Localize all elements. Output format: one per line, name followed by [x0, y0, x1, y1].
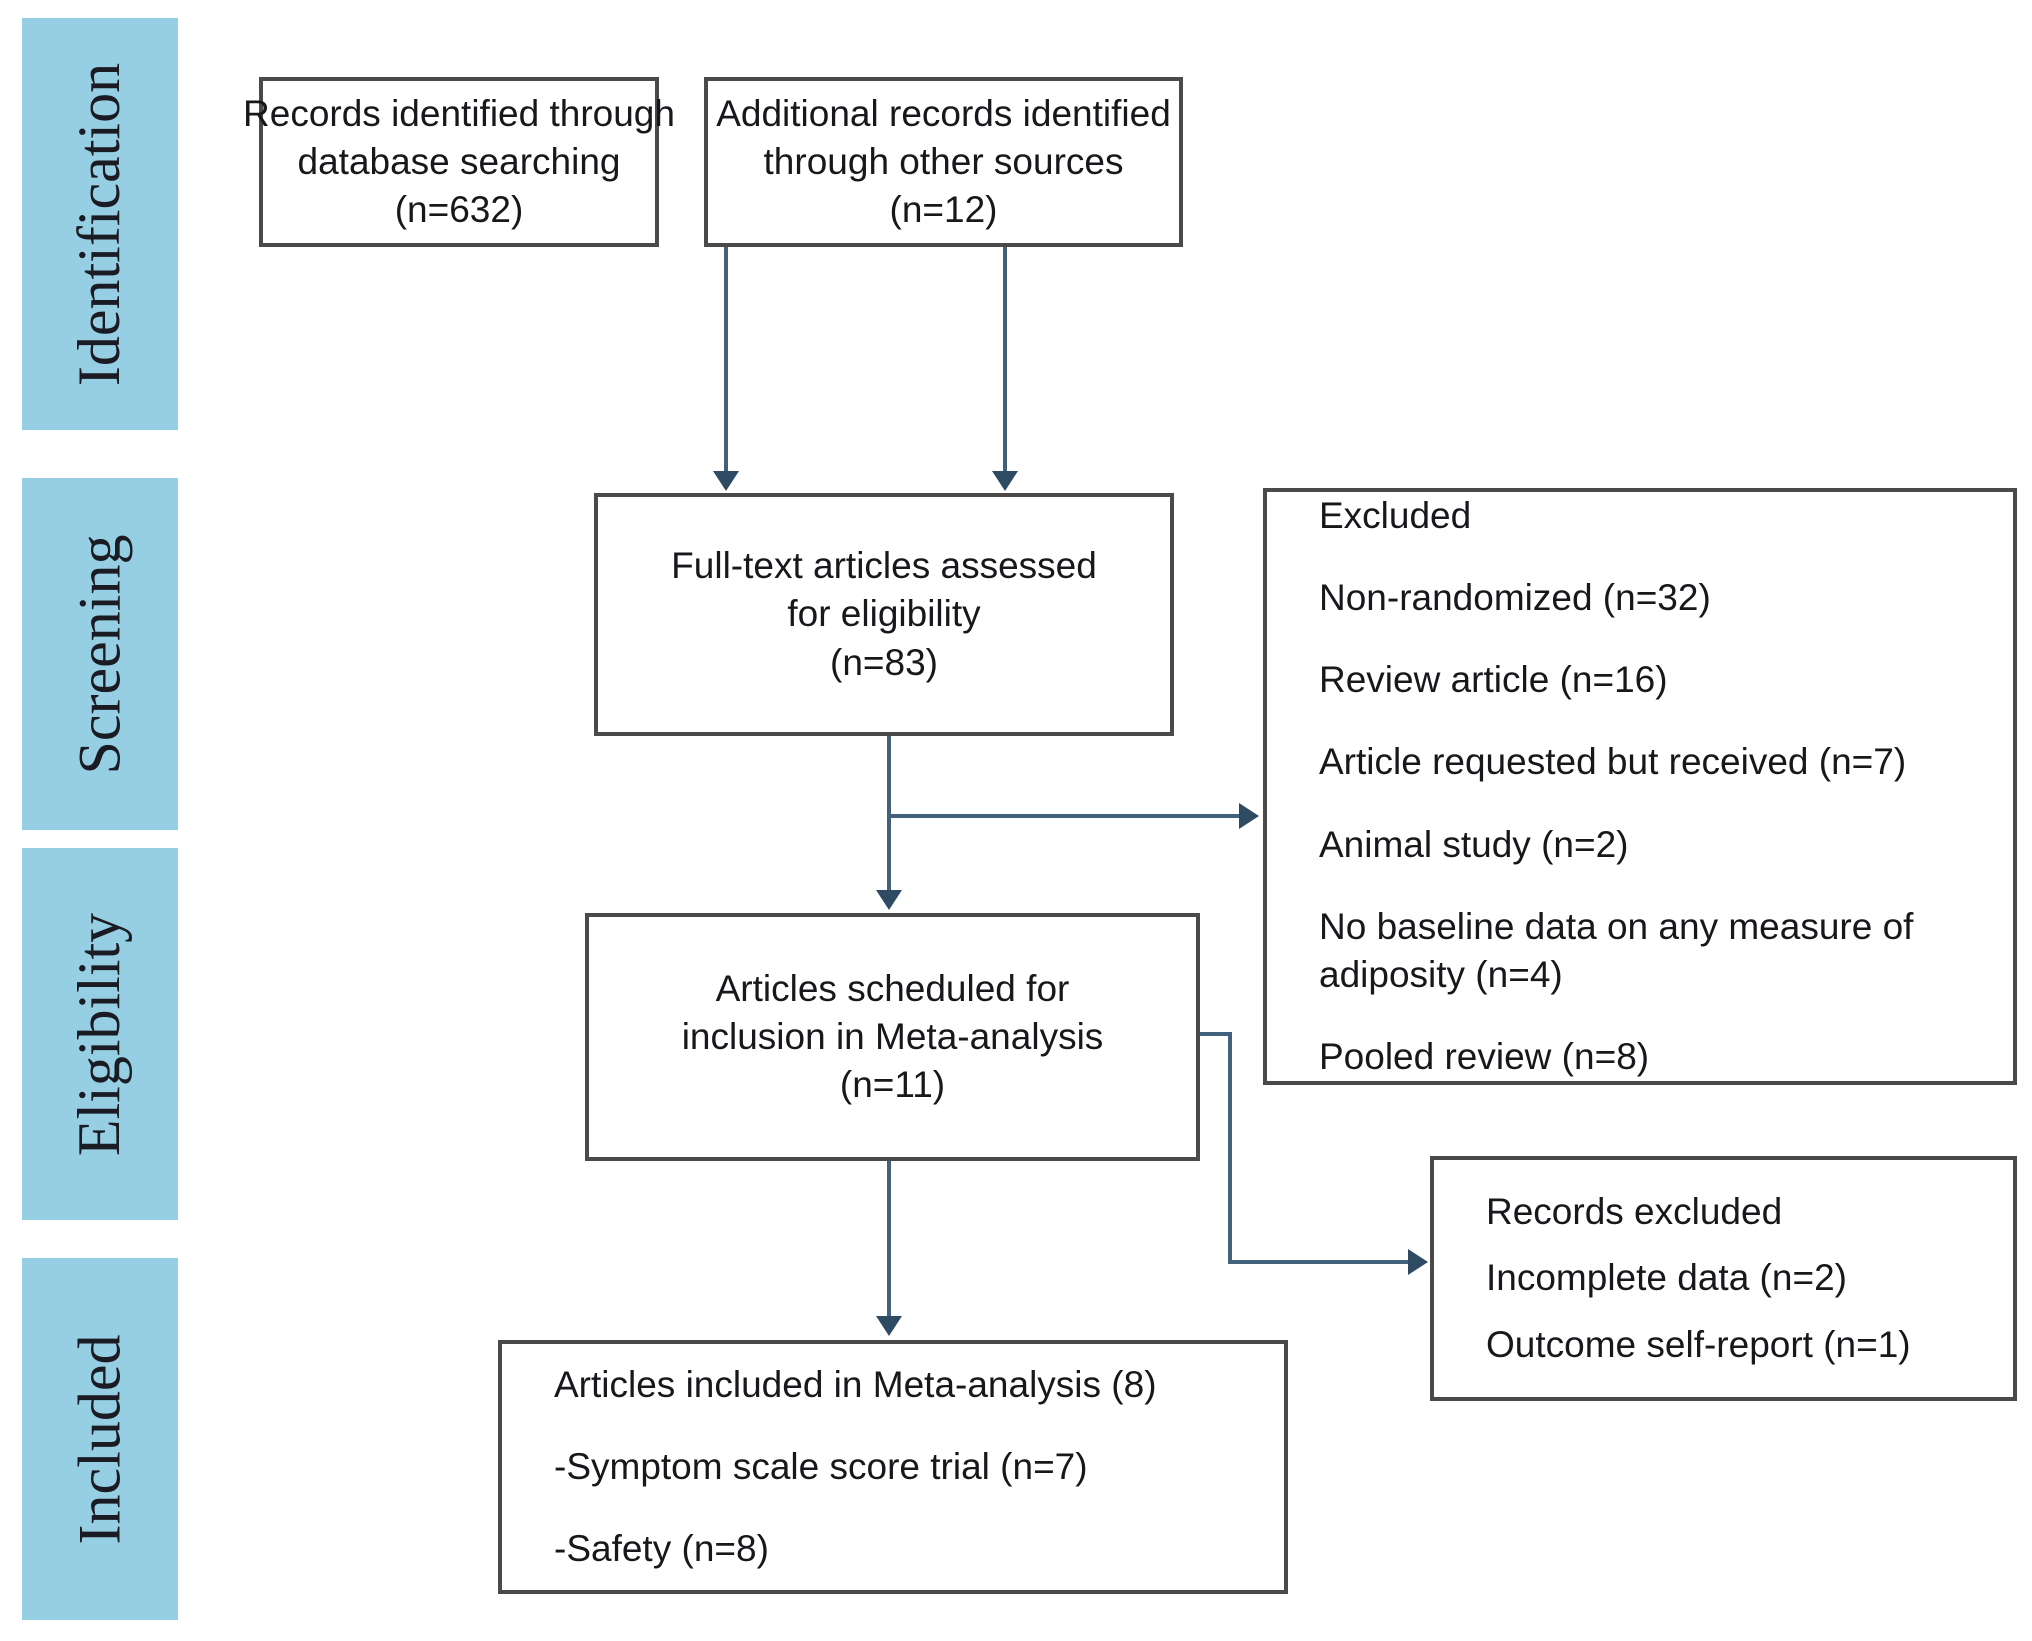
box-line: Excluded — [1319, 495, 1472, 537]
box-line: database searching — [297, 140, 621, 182]
stage-band-eligibility: Eligibility — [22, 848, 178, 1220]
box-line: -Symptom scale score trial (n=7) — [554, 1445, 1088, 1487]
arrowhead-fulltext-to-excluded — [1239, 803, 1259, 829]
stage-label-included: Included — [66, 1334, 133, 1544]
box-line: (n=12) — [889, 189, 998, 231]
box-line: Non-randomized (n=32) — [1319, 577, 1711, 619]
stage-label-identification: Identification — [66, 62, 133, 386]
box-line: Articles included in Meta-analysis (8) — [554, 1363, 1157, 1405]
stage-band-screening: Screening — [22, 478, 178, 830]
box-line: Articles scheduled for — [715, 967, 1070, 1009]
connector-database-to-fulltext — [724, 247, 728, 473]
arrowhead-database-to-fulltext — [713, 471, 739, 491]
box-line: Additional records identified — [716, 92, 1171, 134]
box-line: Animal study (n=2) — [1319, 823, 1629, 865]
arrowhead-fulltext-to-scheduled — [876, 890, 902, 910]
stage-label-screening: Screening — [66, 534, 133, 774]
box-excluded-reasons: Excluded Non-randomized (n=32) Review ar… — [1263, 488, 2017, 1085]
box-line: Records excluded — [1486, 1191, 1783, 1233]
box-additional-records-other-sources: Additional records identified through ot… — [704, 77, 1183, 247]
box-line: (n=632) — [394, 189, 524, 231]
arrowhead-other-sources-to-fulltext — [992, 471, 1018, 491]
connector-fulltext-to-scheduled — [887, 736, 891, 891]
box-line: No baseline data on any measure of adipo… — [1319, 905, 1914, 995]
box-line: through other sources — [763, 140, 1124, 182]
box-records-excluded: Records excluded Incomplete data (n=2) O… — [1430, 1156, 2017, 1401]
arrowhead-scheduled-to-records-excluded — [1408, 1249, 1428, 1275]
box-line: -Safety (n=8) — [554, 1528, 769, 1570]
box-line: Incomplete data (n=2) — [1486, 1257, 1847, 1299]
box-articles-included-final: Articles included in Meta-analysis (8) -… — [498, 1340, 1288, 1594]
connector-scheduled-to-included — [887, 1161, 891, 1318]
connector-scheduled-to-excluded-seg1 — [1200, 1032, 1232, 1036]
box-fulltext-articles-assessed: Full-text articles assessed for eligibil… — [594, 493, 1174, 736]
box-line: Outcome self-report (n=1) — [1486, 1323, 1911, 1365]
stage-label-eligibility: Eligibility — [66, 912, 133, 1156]
box-line: Pooled review (n=8) — [1319, 1035, 1650, 1077]
box-line: inclusion in Meta-analysis — [681, 1015, 1104, 1057]
box-line: Article requested but received (n=7) — [1319, 741, 1907, 783]
box-line: (n=83) — [830, 641, 938, 683]
stage-band-included: Included — [22, 1258, 178, 1620]
box-articles-scheduled-inclusion: Articles scheduled for inclusion in Meta… — [585, 913, 1200, 1161]
stage-band-identification: Identification — [22, 18, 178, 430]
box-line: for eligibility — [787, 593, 981, 635]
arrowhead-scheduled-to-included — [876, 1316, 902, 1336]
box-records-identified-database: Records identified through database sear… — [243, 77, 675, 247]
connector-scheduled-to-excluded-seg2 — [1228, 1032, 1232, 1264]
connector-other-sources-to-fulltext — [1003, 247, 1007, 473]
box-line: Full-text articles assessed — [671, 545, 1097, 587]
box-line: Records identified through — [243, 92, 675, 134]
box-line: (n=11) — [839, 1064, 946, 1106]
box-line: Review article (n=16) — [1319, 659, 1668, 701]
connector-scheduled-to-excluded-seg3 — [1228, 1260, 1408, 1264]
connector-fulltext-to-excluded — [889, 814, 1239, 818]
